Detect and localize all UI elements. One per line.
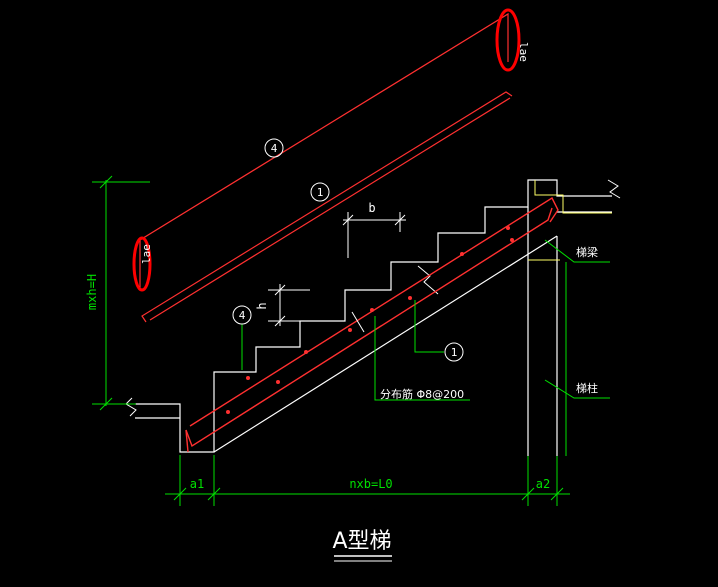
- step-width-label: b: [368, 201, 375, 215]
- break-line-right: [607, 179, 621, 199]
- distribution-bar-dots: [226, 226, 514, 414]
- dim-a2-label: a2: [536, 477, 550, 491]
- bar-dot: [460, 252, 464, 256]
- dim-height-tick: [99, 175, 113, 189]
- dim-a1-label: a1: [190, 477, 204, 491]
- beam-outline: [528, 180, 612, 261]
- beam-label: 梯梁: [576, 245, 598, 259]
- detached-rebar-1: [141, 91, 513, 323]
- total-height-label: mxh=H: [85, 274, 99, 310]
- dim-tick: [173, 487, 187, 501]
- callout-rebar-top: 4: [264, 138, 284, 158]
- dimension-lines: [92, 175, 610, 506]
- break-line-mid: [417, 265, 439, 295]
- callout-text: 1: [451, 346, 458, 359]
- dim-height-tick: [99, 397, 113, 411]
- rebar-bottom: [185, 207, 553, 448]
- markup-circle-bottom: [132, 236, 152, 292]
- step-height-label: h: [255, 302, 269, 309]
- section-cut-mark: [351, 311, 365, 333]
- bar-callout-leader: [414, 300, 444, 353]
- callout-text: 4: [271, 142, 278, 155]
- step-height-tick: [274, 315, 286, 327]
- column-leader: [544, 379, 610, 399]
- bar-dot: [304, 350, 308, 354]
- anchor-bottom-label: lae: [140, 244, 153, 264]
- callout-circle: [232, 305, 252, 325]
- stair-soffit: [213, 235, 558, 453]
- bar-dot: [226, 410, 230, 414]
- column-label: 梯柱: [576, 381, 598, 395]
- bar-dot: [348, 328, 352, 332]
- detached-rebars: [139, 12, 513, 323]
- bar-dot: [408, 296, 412, 300]
- distribution-bar-label: 分布筋 Φ8@200: [380, 387, 464, 401]
- dim-run-label: nxb=L0: [349, 477, 392, 491]
- anchor-top-label: lae: [517, 42, 530, 62]
- markup-circle-top: [495, 8, 521, 72]
- beam-top-outline: [534, 180, 612, 214]
- callout-circle: [444, 342, 464, 362]
- bar-dot: [506, 226, 510, 230]
- markup-circles: [132, 8, 521, 292]
- distribution-leader: [374, 316, 470, 401]
- step-height-tick: [274, 284, 286, 296]
- detached-rebar-1-inner: [149, 97, 511, 321]
- bar-dot: [510, 238, 514, 242]
- stair-rebars: [185, 196, 559, 453]
- callout-text: 4: [239, 309, 246, 322]
- bar-dot: [246, 376, 250, 380]
- dim-tick: [521, 487, 535, 501]
- rebar-top: [189, 196, 559, 427]
- bar-dot: [370, 308, 374, 312]
- step-width-tick: [342, 214, 354, 226]
- drawing-title: A型梯: [332, 529, 391, 554]
- break-lines: [125, 179, 621, 417]
- step-dimensions: [268, 212, 406, 333]
- dim-tick: [550, 487, 564, 501]
- callout-bar-right: 1: [444, 342, 464, 362]
- callout-rebar-bottom: 1: [310, 182, 330, 202]
- detached-rebar-4: [139, 12, 509, 288]
- bar-dot: [276, 380, 280, 384]
- rebar-bottom-hook: [185, 429, 189, 453]
- callout-step-left: 4: [232, 305, 252, 325]
- beam-leader: [544, 239, 610, 263]
- callout-circle: [310, 182, 330, 202]
- break-line-left: [125, 397, 137, 417]
- callout-circle: [264, 138, 284, 158]
- stair-steps-profile: [135, 179, 612, 453]
- callout-text: 1: [317, 186, 324, 199]
- dim-tick: [207, 487, 221, 501]
- step-width-tick: [394, 214, 406, 226]
- stair-outline: [135, 179, 612, 456]
